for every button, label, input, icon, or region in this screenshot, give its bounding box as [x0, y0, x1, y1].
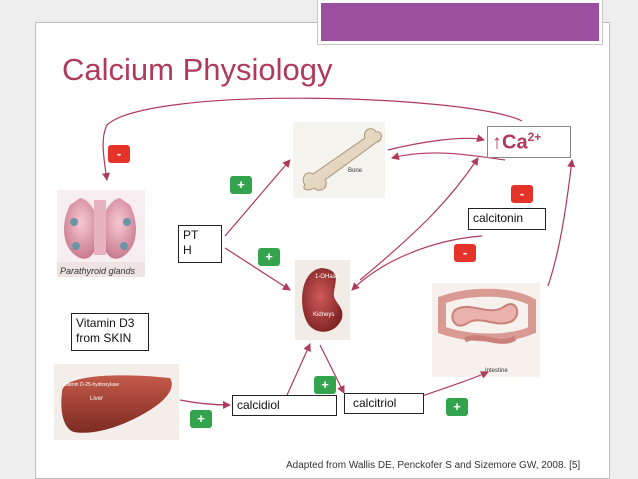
plus-badge-calcitriol: + — [314, 376, 336, 394]
up-arrow-icon: ↑ — [492, 131, 502, 154]
bone-image: Bone — [293, 122, 385, 198]
plus-badge-liver: + — [190, 410, 212, 428]
pth-box: PT H — [178, 225, 222, 263]
source-citation: Adapted from Wallis DE, Penckofer S and … — [286, 460, 581, 471]
plus-badge-kidney: + — [258, 248, 280, 266]
pth-to-kidney-arrow — [224, 247, 291, 291]
calcitriol-box: calcitriol — [344, 393, 424, 414]
liver-to-calcidiol-arrow — [179, 399, 231, 409]
intestine-image: Intestine — [432, 283, 540, 377]
plus-badge-intestine: + — [446, 398, 468, 416]
accent-bar — [318, 0, 602, 44]
bone-caption: Bone — [348, 168, 363, 174]
kidney-caption: Kidneys — [313, 312, 334, 318]
parathyroid-caption: Parathyroid glands — [60, 266, 136, 276]
bone-to-ca-arrow — [387, 134, 485, 151]
intestine-caption: Intestine — [485, 368, 508, 374]
intestine-to-ca-arrow — [547, 159, 576, 287]
liver-caption: Liver — [90, 396, 103, 402]
ca-to-parathyroid-arrow — [102, 97, 523, 181]
minus-badge-calcitonin-kidney: - — [454, 244, 476, 262]
calcitonin-inhibit-kidney-arrow — [351, 235, 483, 291]
calcium-charge: 2+ — [527, 130, 542, 144]
calcidiol-box: calcidiol — [232, 395, 337, 416]
calcium-increase-box: ↑Ca2+ — [487, 126, 571, 158]
calcitriol-to-intestine-arrow — [421, 371, 489, 397]
minus-badge-calcitonin-bone: - — [511, 185, 533, 203]
plus-badge-bone: + — [230, 176, 252, 194]
calcidiol-to-kidney-arrow — [282, 343, 311, 405]
kidney-to-ca-arrow — [359, 157, 479, 281]
calcium-symbol: Ca — [502, 131, 528, 154]
calcitonin-inhibit-bone-arrow — [391, 152, 506, 161]
page-title: Calcium Physiology — [62, 52, 333, 87]
kidney-image: 1-OHase Kidneys — [295, 260, 350, 340]
parathyroid-image: Parathyroid glands — [57, 190, 145, 277]
liver-enzyme-caption: Vitamin D-25-hydroxylase — [62, 382, 119, 388]
kidney-to-calcitriol-arrow — [319, 344, 345, 394]
pth-to-bone-arrow — [224, 159, 291, 237]
vitamin-d3-box: Vitamin D3 from SKIN — [71, 313, 149, 351]
calcitonin-box: calcitonin — [468, 208, 546, 230]
liver-image: Vitamin D-25-hydroxylase Liver — [54, 364, 179, 440]
kidney-enzyme-caption: 1-OHase — [315, 274, 340, 280]
minus-badge-parathyroid: - — [108, 145, 130, 163]
